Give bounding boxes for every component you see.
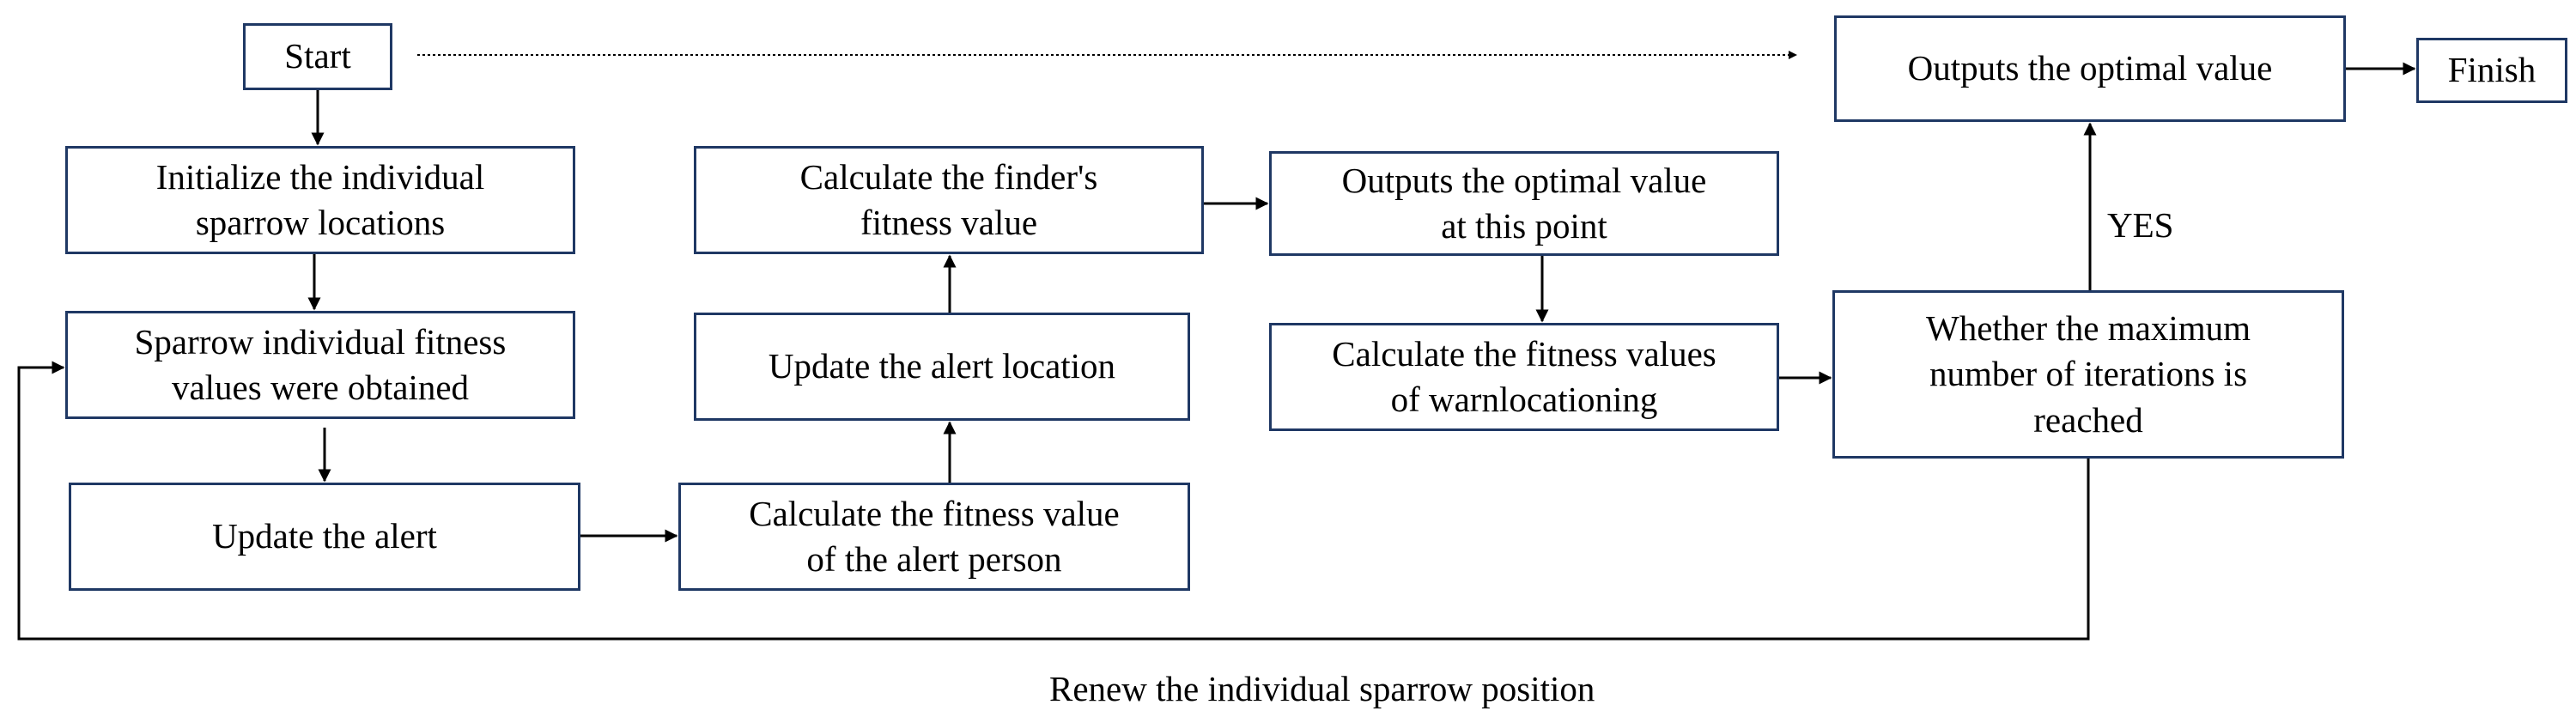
update-alert-location-node: Update the alert location <box>694 313 1190 421</box>
finish-node: Finish <box>2416 38 2567 103</box>
calc-alert-fitness-node: Calculate the fitness value of the alert… <box>678 483 1190 591</box>
calc-warn-fitness-node: Calculate the fitness values of warnloca… <box>1269 323 1779 431</box>
start-node: Start <box>243 23 392 90</box>
update-alert-node: Update the alert <box>69 483 580 591</box>
fitness-values-obtained-node: Sparrow individual fitness values were o… <box>65 311 575 419</box>
max-iterations-decision-node: Whether the maximum number of iterations… <box>1832 290 2344 459</box>
feedback-loop-renew-position <box>17 361 2090 641</box>
output-optimal-at-point-node: Outputs the optimal value at this point <box>1269 151 1779 256</box>
yes-label: YES <box>2107 205 2174 245</box>
calc-finder-fitness-node: Calculate the finder's fitness value <box>694 146 1204 254</box>
output-optimal-value-node: Outputs the optimal value <box>1834 15 2346 122</box>
renew-position-label: Renew the individual sparrow position <box>1049 669 1595 708</box>
initialize-locations-node: Initialize the individual sparrow locati… <box>65 146 575 254</box>
